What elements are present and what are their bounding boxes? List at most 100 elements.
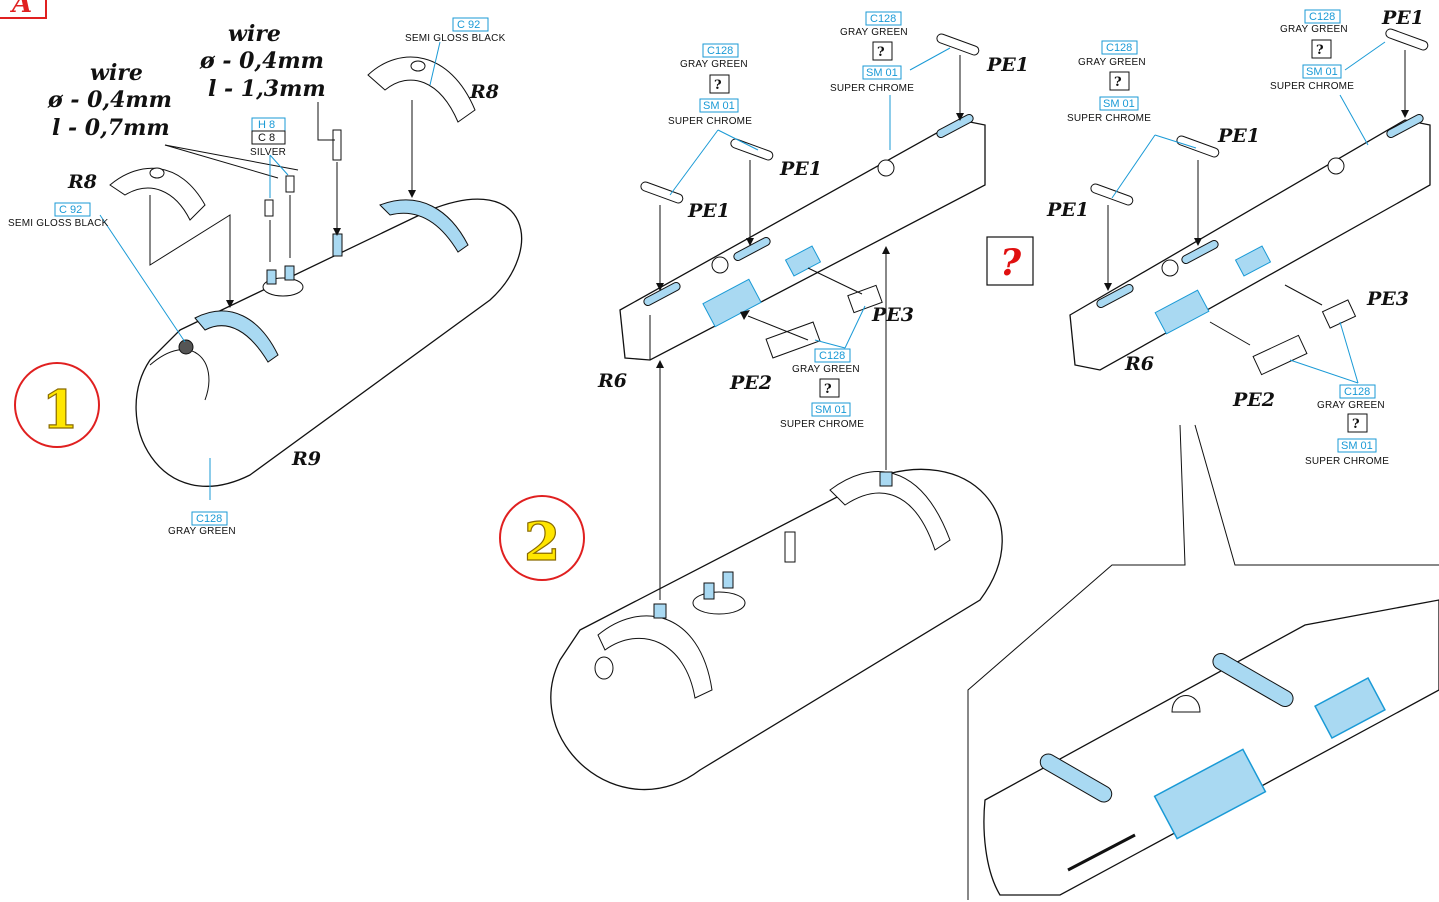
zoom-rail xyxy=(983,599,1439,896)
alt-paint-name-sm01-c: SUPER CHROME xyxy=(1305,456,1389,467)
alt-arrowheads xyxy=(1104,110,1409,291)
paint-box-c92-left xyxy=(54,202,91,217)
unknown-paint-box-s2b xyxy=(872,41,893,61)
alt-paint-box-sm01-c xyxy=(1337,438,1377,453)
alternate-rail-view: PE1 PE1 PE1 PE3 PE2 R6 C128 GRAY GREEN ?… xyxy=(1046,7,1431,467)
alt-pe1-loose-a xyxy=(1090,183,1134,206)
part-label-pe1-c: PE1 xyxy=(986,54,1029,76)
alt-pe2-loose xyxy=(1252,334,1308,376)
zoom-pe2 xyxy=(1153,748,1267,840)
saddle-r8-step2-right xyxy=(829,471,951,551)
step-1-arrowheads xyxy=(226,190,416,308)
step-1-assembly: wire ø - 0,4mm l - 0,7mm wire ø - 0,4mm … xyxy=(8,17,523,537)
paint-name-sm01-s2c: SUPER CHROME xyxy=(780,419,864,430)
alt-paint-code-sm01-a: SM 01 xyxy=(1103,98,1135,110)
section-letter: A xyxy=(9,0,32,19)
step-2-badge: 2 xyxy=(499,495,585,581)
rail-dome-a xyxy=(711,256,729,274)
alt-label-pe3: PE3 xyxy=(1366,288,1409,310)
vent-pipe xyxy=(784,531,796,563)
rail-pe1-pad-c xyxy=(936,113,974,139)
alt-unknown-box-a xyxy=(1109,71,1130,91)
part-r8-left xyxy=(109,167,206,221)
saddle-band-left xyxy=(194,310,279,363)
alt-unknown-box-b xyxy=(1311,39,1332,59)
alt-label-pe1-a: PE1 xyxy=(1046,199,1089,221)
rail-r6-step-2 xyxy=(619,119,986,361)
paint-box-c128-s2a xyxy=(702,43,739,58)
alt-pe3-loose xyxy=(1321,299,1357,329)
paint-code-c92-right: C 92 xyxy=(457,19,480,31)
wire-short-diameter: ø - 0,4mm xyxy=(47,87,172,113)
paint-box-c128-s2b xyxy=(865,11,902,26)
alt-arrows xyxy=(1107,50,1406,346)
alt-plate-pe2 xyxy=(1154,289,1210,335)
paint-code-sm01-s2a: SM 01 xyxy=(703,100,735,112)
zoom-slot xyxy=(1067,833,1136,872)
paint-box-c92-right xyxy=(452,17,489,32)
zoom-callout xyxy=(967,424,1439,900)
alt-label-pe1-b: PE1 xyxy=(1217,125,1260,147)
wire-stub-long xyxy=(332,233,343,257)
alt-paint-name-c128-a: GRAY GREEN xyxy=(1078,57,1146,68)
paint-box-c128-s2c xyxy=(814,348,851,363)
paint-name-sm01-s2a: SUPER CHROME xyxy=(668,116,752,127)
alt-dome-a xyxy=(1161,259,1179,277)
wire-piece-short-1 xyxy=(264,199,274,217)
part-label-pe1-b: PE1 xyxy=(779,158,822,180)
alt-paint-box-c128-b xyxy=(1304,9,1341,24)
step-2-arrows xyxy=(659,55,961,600)
paint-box-sm01-s2b xyxy=(862,65,902,80)
alt-unknown-a: ? xyxy=(1114,75,1122,90)
pe3-loose xyxy=(847,284,883,314)
wire-long-length: l - 1,3mm xyxy=(208,76,326,102)
rail-r6-alt xyxy=(1069,119,1431,371)
unknown-box-center: ? xyxy=(986,236,1034,286)
mount-post-right xyxy=(879,471,893,487)
pe1-loose-b xyxy=(730,138,774,161)
paint-code-c128-s2b: C128 xyxy=(870,13,896,25)
step-1-badge: 1 xyxy=(14,362,100,448)
paint-code-c8: C 8 xyxy=(258,132,275,144)
fitting-post-b xyxy=(722,571,734,589)
wire-stub-short-a xyxy=(266,269,277,285)
section-letter-badge: A xyxy=(0,0,47,19)
rail-dome-b xyxy=(877,159,895,177)
alt-label-pe1-c: PE1 xyxy=(1381,7,1424,29)
saddle-r8-step2-left xyxy=(597,615,713,699)
pe1-loose-a xyxy=(640,181,684,204)
step-2-assembly: PE1 PE1 PE1 PE3 PE2 R6 C128 GRAY GREEN ?… xyxy=(499,11,1029,791)
alt-paint-code-sm01-c: SM 01 xyxy=(1341,440,1373,452)
alt-paint-name-sm01-a: SUPER CHROME xyxy=(1067,113,1151,124)
alt-pe1-loose-c xyxy=(1385,28,1429,51)
zoom-pe3 xyxy=(1314,677,1386,739)
alt-pe1-loose-b xyxy=(1176,135,1220,158)
paint-code-h8: H 8 xyxy=(258,119,275,131)
paint-code-c128-step1: C128 xyxy=(196,513,222,525)
paint-name-c128-s2b: GRAY GREEN xyxy=(840,27,908,38)
paint-code-c128-s2c: C128 xyxy=(819,350,845,362)
saddle-band-right xyxy=(379,199,469,253)
pe2-loose xyxy=(765,321,821,359)
alt-paint-box-c128-c xyxy=(1339,384,1376,399)
alt-paint-name-sm01-b: SUPER CHROME xyxy=(1270,81,1354,92)
alt-paint-name-c128-c: GRAY GREEN xyxy=(1317,400,1385,411)
step-1-arrows xyxy=(149,100,413,300)
paint-box-sm01-s2c xyxy=(811,402,851,417)
paint-code-sm01-s2c: SM 01 xyxy=(815,404,847,416)
unknown-paint-s2a: ? xyxy=(714,78,722,93)
part-label-r6-step2: R6 xyxy=(597,370,627,392)
wire-piece-long xyxy=(332,129,342,161)
paint-box-sm01-s2a xyxy=(699,98,739,113)
alt-unknown-b: ? xyxy=(1316,43,1324,58)
filler-cap-step-2 xyxy=(594,656,614,680)
paint-name-c128-s2a: GRAY GREEN xyxy=(680,59,748,70)
fitting-plate-step-2 xyxy=(692,591,746,615)
paint-name-c128-step1: GRAY GREEN xyxy=(168,526,236,537)
tank-body-step-2 xyxy=(550,468,1003,791)
part-r8-right xyxy=(367,56,476,123)
tank-end-cap xyxy=(149,349,210,401)
wire-long-diameter: ø - 0,4mm xyxy=(199,48,324,74)
part-label-r8-right: R8 xyxy=(469,81,499,103)
